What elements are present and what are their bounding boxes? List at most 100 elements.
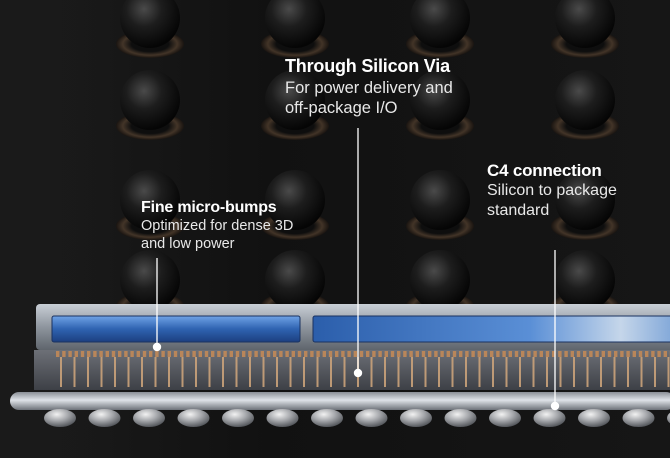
tsv-pillar — [438, 357, 440, 387]
tsv-callout: Through Silicon Via For power delivery a… — [285, 56, 470, 119]
micro-bump — [93, 351, 97, 357]
micro-bump — [645, 351, 649, 357]
micro-bump — [434, 351, 438, 357]
tsv-pillar — [141, 357, 143, 387]
micro-bump — [167, 351, 171, 357]
background-solder-ball — [410, 250, 470, 310]
micro-bump — [260, 351, 264, 357]
micro-bump — [471, 351, 475, 357]
micro-bump — [328, 351, 333, 357]
micro-bump — [372, 351, 376, 357]
micro-bump — [589, 351, 593, 357]
micro-bump — [68, 351, 72, 357]
micro-bump — [204, 351, 209, 357]
tsv-pillar — [100, 357, 103, 387]
tsv-pillar — [667, 357, 670, 387]
c4-bump — [355, 409, 388, 427]
micro-bump — [657, 351, 661, 357]
tsv-pillar — [492, 357, 494, 387]
micro-bump — [465, 351, 469, 357]
c4-bump — [533, 409, 566, 427]
micro-bump-marker-dot — [152, 342, 162, 352]
micro-bump — [198, 351, 202, 357]
tsv-pillar — [330, 357, 332, 387]
tsv-pillar — [519, 357, 521, 387]
tsv-pillar — [600, 357, 602, 387]
micro-bump — [161, 351, 165, 357]
micro-bump — [483, 351, 488, 357]
tsv-pillar — [546, 357, 548, 387]
micro-bump — [583, 351, 587, 357]
micro-bump — [136, 351, 140, 357]
micro-bumps-callout: Fine micro-bumps Optimized for dense 3D … — [141, 198, 316, 253]
tsv-pillar — [573, 357, 575, 387]
c4-bump — [88, 409, 121, 427]
c4-bump — [133, 409, 165, 427]
micro-bump — [242, 351, 246, 357]
micro-bump — [297, 351, 302, 357]
micro-bump — [322, 351, 326, 357]
background-solder-ball — [555, 0, 615, 48]
micro-bumps-description: Optimized for dense 3D and low power — [141, 218, 294, 253]
tsv-pillar — [316, 357, 319, 387]
tsv-pillar — [397, 357, 400, 387]
c4-bump — [222, 409, 254, 427]
tsv-pillar — [465, 357, 467, 387]
micro-bump — [428, 351, 432, 357]
tsv-pillar — [87, 357, 89, 387]
micro-bump — [62, 351, 66, 357]
tsv-pillar — [586, 357, 589, 387]
micro-bump — [142, 351, 147, 357]
micro-bump — [576, 351, 581, 357]
tsv-pillar — [640, 357, 643, 387]
micro-bump — [186, 351, 190, 357]
micro-bump — [173, 351, 178, 357]
background-solder-ball — [265, 170, 325, 230]
micro-bump — [366, 351, 370, 357]
c4-bump — [578, 409, 610, 427]
micro-bump — [192, 351, 196, 357]
micro-bump — [440, 351, 444, 357]
background-solder-ball — [410, 170, 470, 230]
micro-bump — [310, 351, 314, 357]
micro-bump — [490, 351, 494, 357]
background-solder-ball — [555, 170, 615, 230]
background-solder-ball — [555, 70, 615, 130]
tsv-pillar — [195, 357, 197, 387]
tsv-pillar — [451, 357, 454, 387]
micro-bump — [595, 351, 599, 357]
micro-bump — [601, 351, 605, 357]
micro-bumps-title: Fine micro-bumps — [141, 199, 277, 216]
micro-bump — [378, 351, 382, 357]
c4-marker-dot — [550, 401, 560, 411]
tsv-pillar — [235, 357, 238, 387]
c4-description: Silicon to package standard — [487, 182, 617, 220]
micro-bump — [390, 351, 395, 357]
micro-bump — [570, 351, 574, 357]
tsv-pillar — [532, 357, 535, 387]
micro-bump — [409, 351, 413, 357]
micro-bump — [502, 351, 506, 357]
micro-bump — [211, 351, 215, 357]
tsv-title: Through Silicon Via — [285, 56, 450, 76]
tsv-pillar — [303, 357, 305, 387]
micro-bump — [452, 351, 457, 357]
micro-bump — [124, 351, 128, 357]
c4-bump — [266, 409, 299, 427]
micro-bump — [353, 351, 357, 357]
micro-bump — [304, 351, 308, 357]
tsv-pillar — [73, 357, 76, 387]
micro-bump — [521, 351, 525, 357]
micro-bump — [99, 351, 103, 357]
tsv-pillar — [654, 357, 656, 387]
c4-bump — [177, 409, 210, 427]
tsv-pillar — [249, 357, 251, 387]
tsv-pillar — [384, 357, 386, 387]
micro-bump — [341, 351, 345, 357]
micro-bump — [539, 351, 543, 357]
background-solder-ball — [410, 70, 470, 130]
background-solder-ball — [410, 0, 470, 48]
micro-bump — [118, 351, 122, 357]
